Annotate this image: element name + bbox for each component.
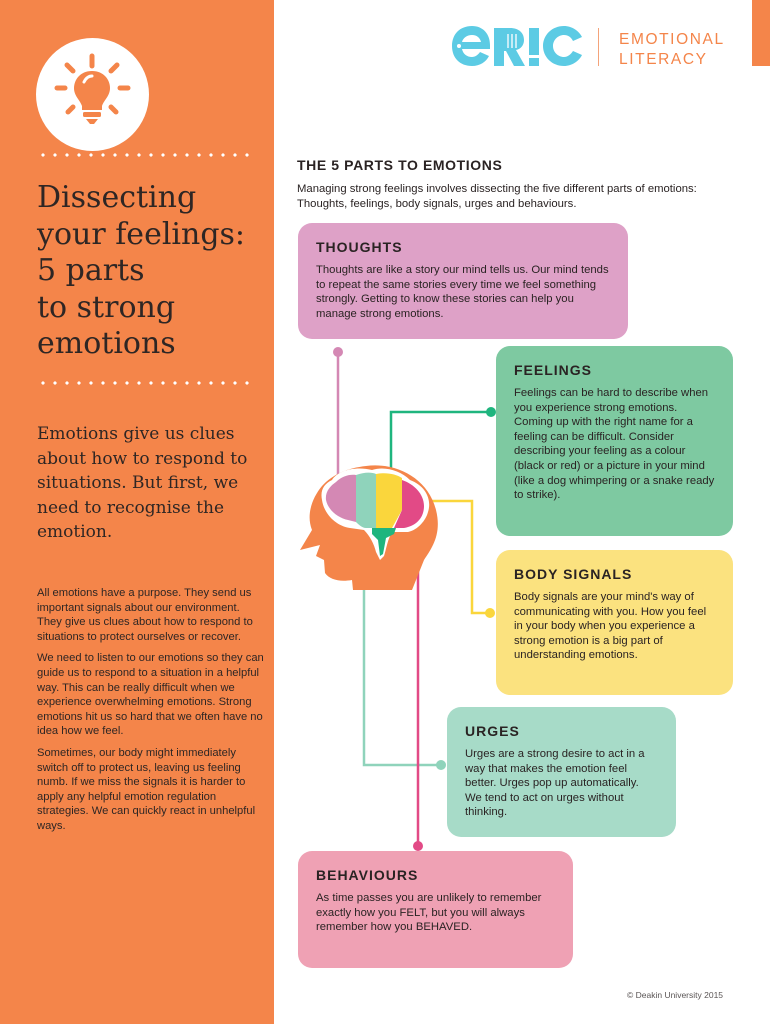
behaviours-card-text: As time passes you are unlikely to remem… <box>316 892 542 934</box>
body-paragraph: We need to listen to our emotions so the… <box>37 652 264 738</box>
section-description: Managing strong feelings involves dissec… <box>297 183 697 210</box>
sidebar-body: All emotions have a purpose. They send u… <box>37 586 265 841</box>
logo-subtitle: EMOTIONAL LITERACY <box>619 30 725 70</box>
corner-accent-tab <box>752 0 770 66</box>
section-title: THE 5 PARTS TO EMOTIONS <box>297 157 503 173</box>
page-title: Dissecting your feelings: 5 parts to str… <box>37 180 246 361</box>
feelings-card-text: Feelings can be hard to describe when yo… <box>514 387 715 502</box>
body-signals-connector-dot <box>485 608 495 618</box>
sidebar <box>0 0 274 1024</box>
eric-logo <box>452 22 587 75</box>
thoughts-card-text: Thoughts are like a story our mind tells… <box>316 264 609 320</box>
logo-subtitle-line2: LITERACY <box>619 51 708 68</box>
feelings-connector-dot <box>486 407 496 417</box>
behaviours-card: BEHAVIOURS As time passes you are unlike… <box>298 851 573 968</box>
body-signals-connector <box>405 499 492 615</box>
logo-divider <box>598 28 599 66</box>
body-paragraph: Sometimes, our body might immediately sw… <box>37 746 256 832</box>
intro-text: Emotions give us clues about how to resp… <box>37 424 248 542</box>
feelings-card: FEELINGS Feelings can be hard to describ… <box>496 346 733 536</box>
urges-connector-dot <box>436 760 446 770</box>
dotted-divider <box>37 381 255 385</box>
thoughts-card: THOUGHTS Thoughts are like a story our m… <box>298 223 628 339</box>
feelings-card-title: FEELINGS <box>514 362 593 378</box>
urges-connector <box>362 520 443 767</box>
body-signals-card: BODY SIGNALS Body signals are your mind'… <box>496 550 733 695</box>
body-paragraph: All emotions have a purpose. They send u… <box>37 587 253 643</box>
urges-card-title: URGES <box>465 723 520 739</box>
body-signals-card-title: BODY SIGNALS <box>514 566 633 582</box>
urges-card-text: Urges are a strong desire to act in a wa… <box>465 748 645 819</box>
thoughts-card-title: THOUGHTS <box>316 239 403 255</box>
thoughts-connector-dot <box>333 347 343 357</box>
behaviours-card-title: BEHAVIOURS <box>316 867 419 883</box>
lightbulb-icon <box>36 38 149 151</box>
behaviours-connector-dot <box>413 841 423 851</box>
copyright: © Deakin University 2015 <box>627 990 724 1000</box>
urges-card: URGES Urges are a strong desire to act i… <box>447 707 676 837</box>
body-signals-card-text: Body signals are your mind's way of comm… <box>514 591 707 662</box>
logo-subtitle-line1: EMOTIONAL <box>619 31 725 48</box>
dotted-divider <box>37 153 255 157</box>
